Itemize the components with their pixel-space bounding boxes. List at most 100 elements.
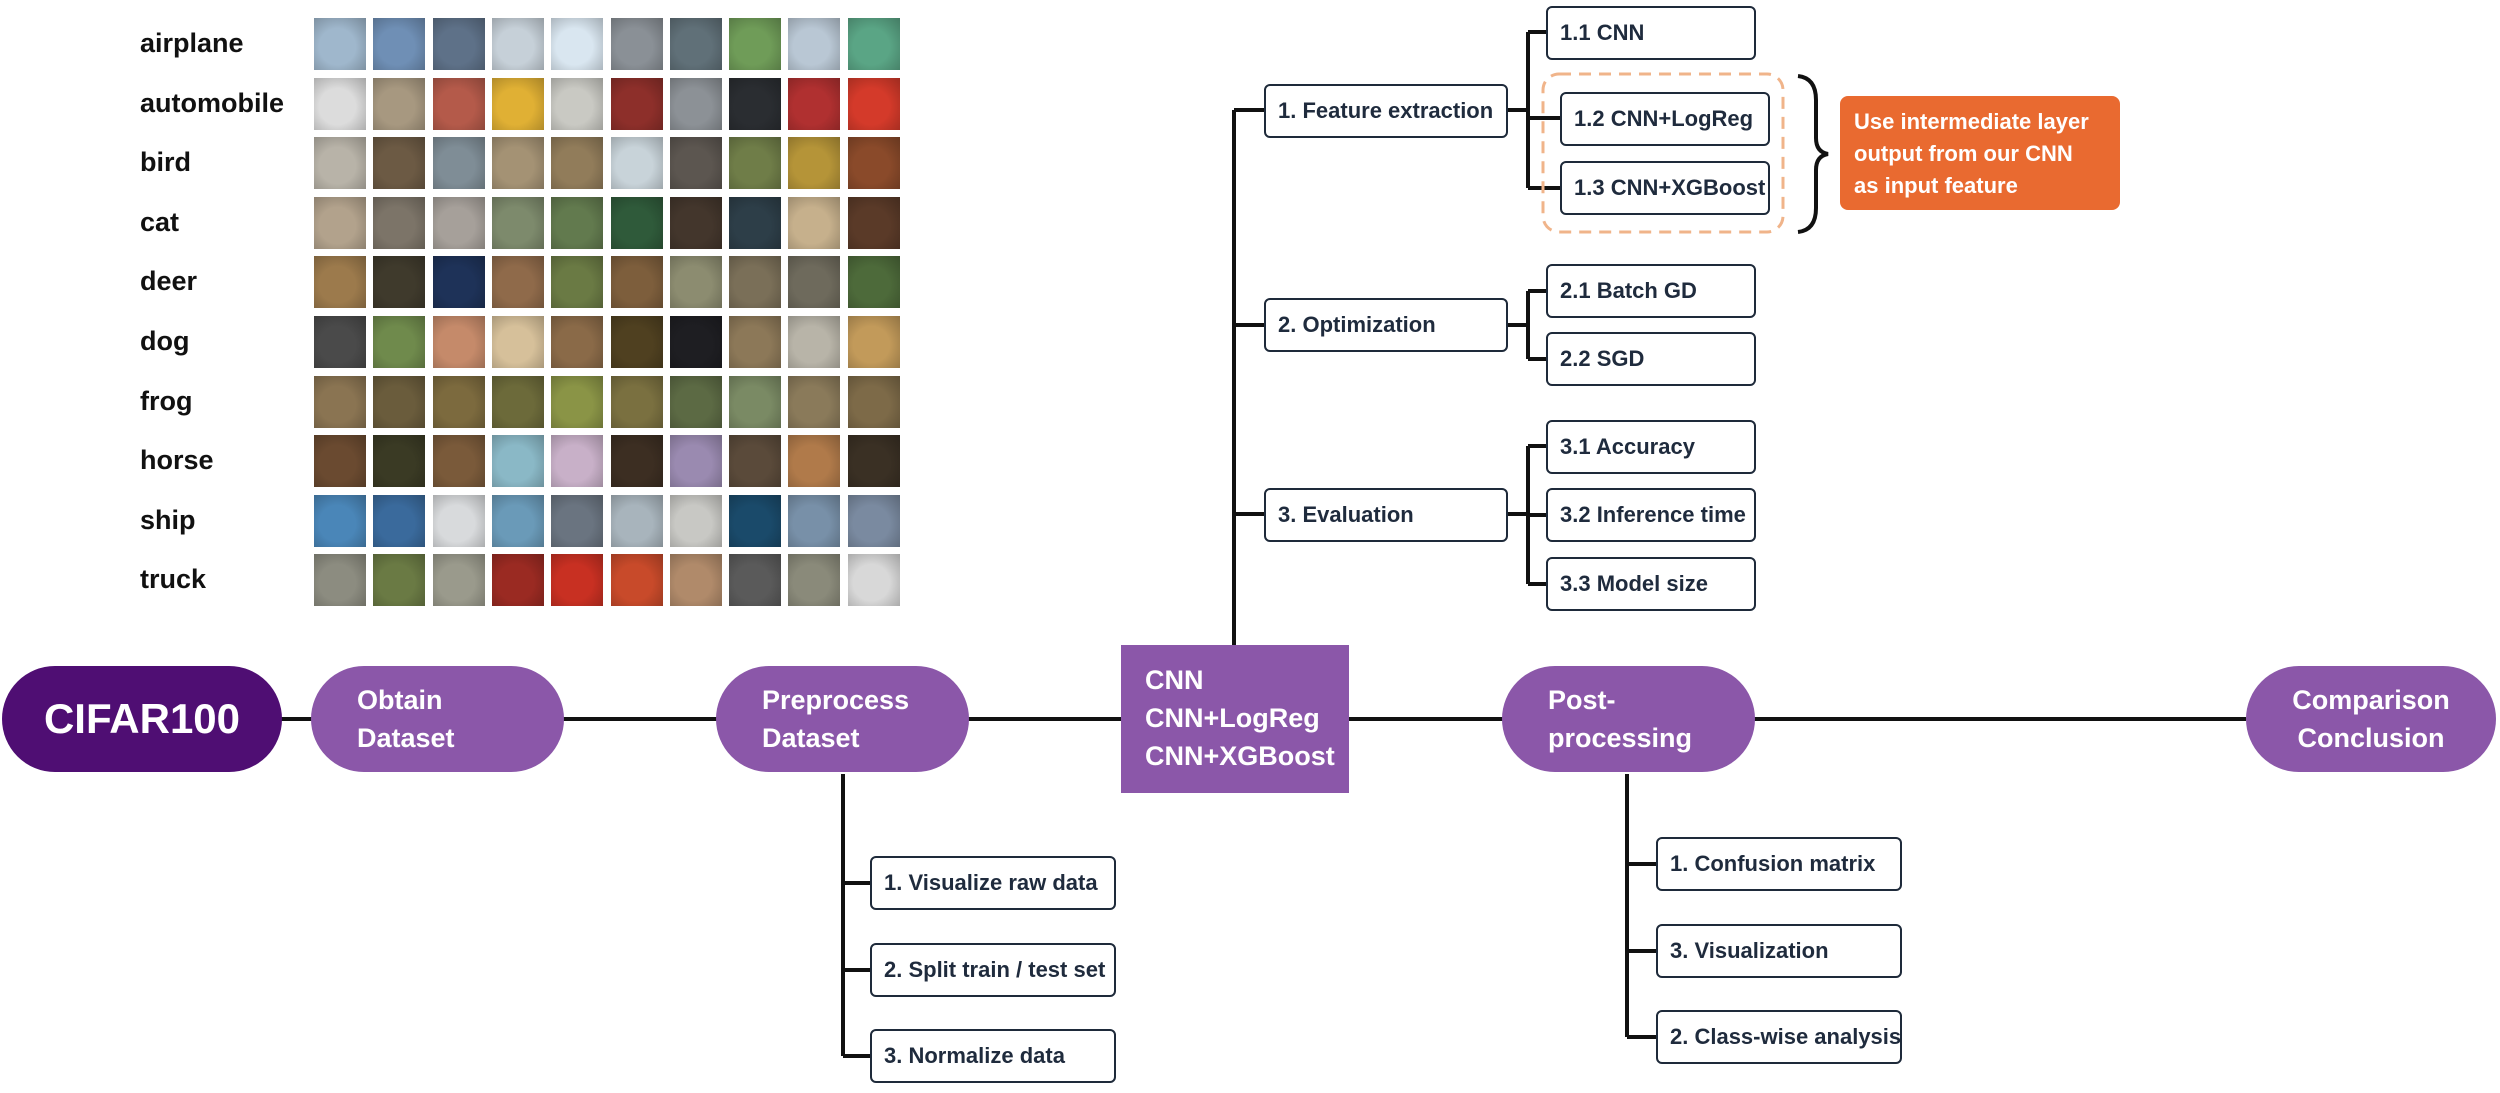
- sample-image-horse: [432, 435, 485, 488]
- sample-image-frog: [373, 375, 426, 428]
- sample-image-horse: [847, 435, 900, 488]
- sample-image-dog: [847, 316, 900, 368]
- sample-image-frog: [847, 375, 900, 428]
- sample-image-deer: [847, 256, 900, 309]
- sample-image-horse: [610, 435, 663, 488]
- sample-image-deer: [610, 256, 663, 309]
- callout-note: Use intermediate layer output from our C…: [1840, 96, 2120, 210]
- sample-image-deer: [551, 256, 604, 309]
- sample-image-automobile: [491, 77, 544, 130]
- sample-image-deer: [432, 256, 485, 309]
- sample-image-deer: [669, 256, 722, 309]
- sample-image-dog: [314, 316, 366, 368]
- batch-gd-node: 2.1 Batch GD: [1546, 264, 1756, 318]
- sample-image-truck: [847, 554, 900, 607]
- sample-image-horse: [491, 435, 544, 488]
- sample-image-ship: [432, 494, 485, 547]
- sample-image-bird: [314, 137, 366, 190]
- sample-image-automobile: [729, 77, 782, 130]
- curly-brace: [1797, 74, 1829, 234]
- sample-image-ship: [373, 494, 426, 547]
- sample-image-dog: [373, 316, 426, 368]
- preprocess-step-split: 2. Split train / test set: [870, 943, 1116, 997]
- sample-image-cat: [432, 196, 485, 249]
- sample-image-ship: [551, 494, 604, 547]
- class-label-horse: horse: [140, 445, 214, 476]
- inference-time-node: 3.2 Inference time: [1546, 488, 1756, 542]
- optimization-node: 2. Optimization: [1264, 298, 1508, 352]
- sample-image-horse: [314, 435, 366, 488]
- sample-image-horse: [729, 435, 782, 488]
- accuracy-node: 3.1 Accuracy: [1546, 420, 1756, 474]
- sample-image-deer: [729, 256, 782, 309]
- cnn-logreg-node: 1.2 CNN+LogReg: [1560, 92, 1770, 146]
- class-label-frog: frog: [140, 385, 193, 416]
- sample-image-bird: [788, 137, 841, 190]
- sample-image-dog: [729, 316, 782, 368]
- preprocess-step-normalize: 3. Normalize data: [870, 1029, 1116, 1083]
- sample-image-cat: [491, 196, 544, 249]
- sample-image-frog: [729, 375, 782, 428]
- sample-image-frog: [551, 375, 604, 428]
- sample-image-airplane: [729, 18, 782, 70]
- sample-image-truck: [729, 554, 782, 607]
- postprocessing-pill: Post- processing: [1502, 666, 1755, 772]
- preprocess-step-visualize: 1. Visualize raw data: [870, 856, 1116, 910]
- postprocess-step-visualization: 3. Visualization: [1656, 924, 1902, 978]
- sample-image-airplane: [847, 18, 900, 70]
- sgd-node: 2.2 SGD: [1546, 332, 1756, 386]
- sample-image-bird: [432, 137, 485, 190]
- sample-image-bird: [491, 137, 544, 190]
- sample-image-truck: [432, 554, 485, 607]
- sample-image-automobile: [551, 77, 604, 130]
- sample-image-dog: [669, 316, 722, 368]
- sample-image-deer: [373, 256, 426, 309]
- model-size-node: 3.3 Model size: [1546, 557, 1756, 611]
- postprocess-step-confusion-matrix: 1. Confusion matrix: [1656, 837, 1902, 891]
- sample-image-horse: [551, 435, 604, 488]
- sample-image-airplane: [551, 18, 604, 70]
- sample-image-bird: [610, 137, 663, 190]
- sample-image-ship: [847, 494, 900, 547]
- sample-image-frog: [491, 375, 544, 428]
- obtain-dataset-pill: Obtain Dataset: [311, 666, 564, 772]
- class-label-airplane: airplane: [140, 28, 244, 58]
- sample-image-ship: [669, 494, 722, 547]
- class-label-dog: dog: [140, 326, 190, 356]
- sample-image-cat: [729, 196, 782, 249]
- sample-image-bird: [373, 137, 426, 190]
- sample-image-bird: [847, 137, 900, 190]
- sample-image-dog: [432, 316, 485, 368]
- sample-image-ship: [788, 494, 841, 547]
- sample-image-ship: [491, 494, 544, 547]
- cnn-xgboost-node: 1.3 CNN+XGBoost: [1560, 161, 1770, 215]
- sample-image-cat: [373, 196, 426, 249]
- sample-image-dog: [491, 316, 544, 368]
- sample-image-horse: [788, 435, 841, 488]
- sample-image-cat: [314, 196, 366, 249]
- class-label-bird: bird: [140, 147, 191, 178]
- sample-image-airplane: [432, 18, 485, 70]
- class-label-cat: cat: [140, 206, 180, 237]
- sample-image-dog: [610, 316, 663, 368]
- sample-image-truck: [669, 554, 722, 607]
- evaluation-node: 3. Evaluation: [1264, 488, 1508, 542]
- postprocess-step-class-analysis: 2. Class-wise analysis: [1656, 1010, 1902, 1064]
- sample-image-deer: [314, 256, 366, 309]
- class-label-automobile: automobile: [140, 87, 285, 118]
- sample-image-truck: [491, 554, 544, 607]
- sample-image-airplane: [788, 18, 841, 70]
- sample-image-cat: [669, 196, 722, 249]
- sample-image-automobile: [669, 77, 722, 130]
- sample-image-airplane: [314, 18, 366, 70]
- sample-image-airplane: [669, 18, 722, 70]
- sample-image-dog: [788, 316, 841, 368]
- sample-image-truck: [610, 554, 663, 607]
- highlight-dashed-box: [1541, 72, 1785, 234]
- sample-image-deer: [788, 256, 841, 309]
- feature-extraction-node: 1. Feature extraction: [1264, 84, 1508, 138]
- sample-image-ship: [729, 494, 782, 547]
- cnn-node: 1.1 CNN: [1546, 6, 1756, 60]
- sample-image-truck: [373, 554, 426, 607]
- sample-image-bird: [669, 137, 722, 190]
